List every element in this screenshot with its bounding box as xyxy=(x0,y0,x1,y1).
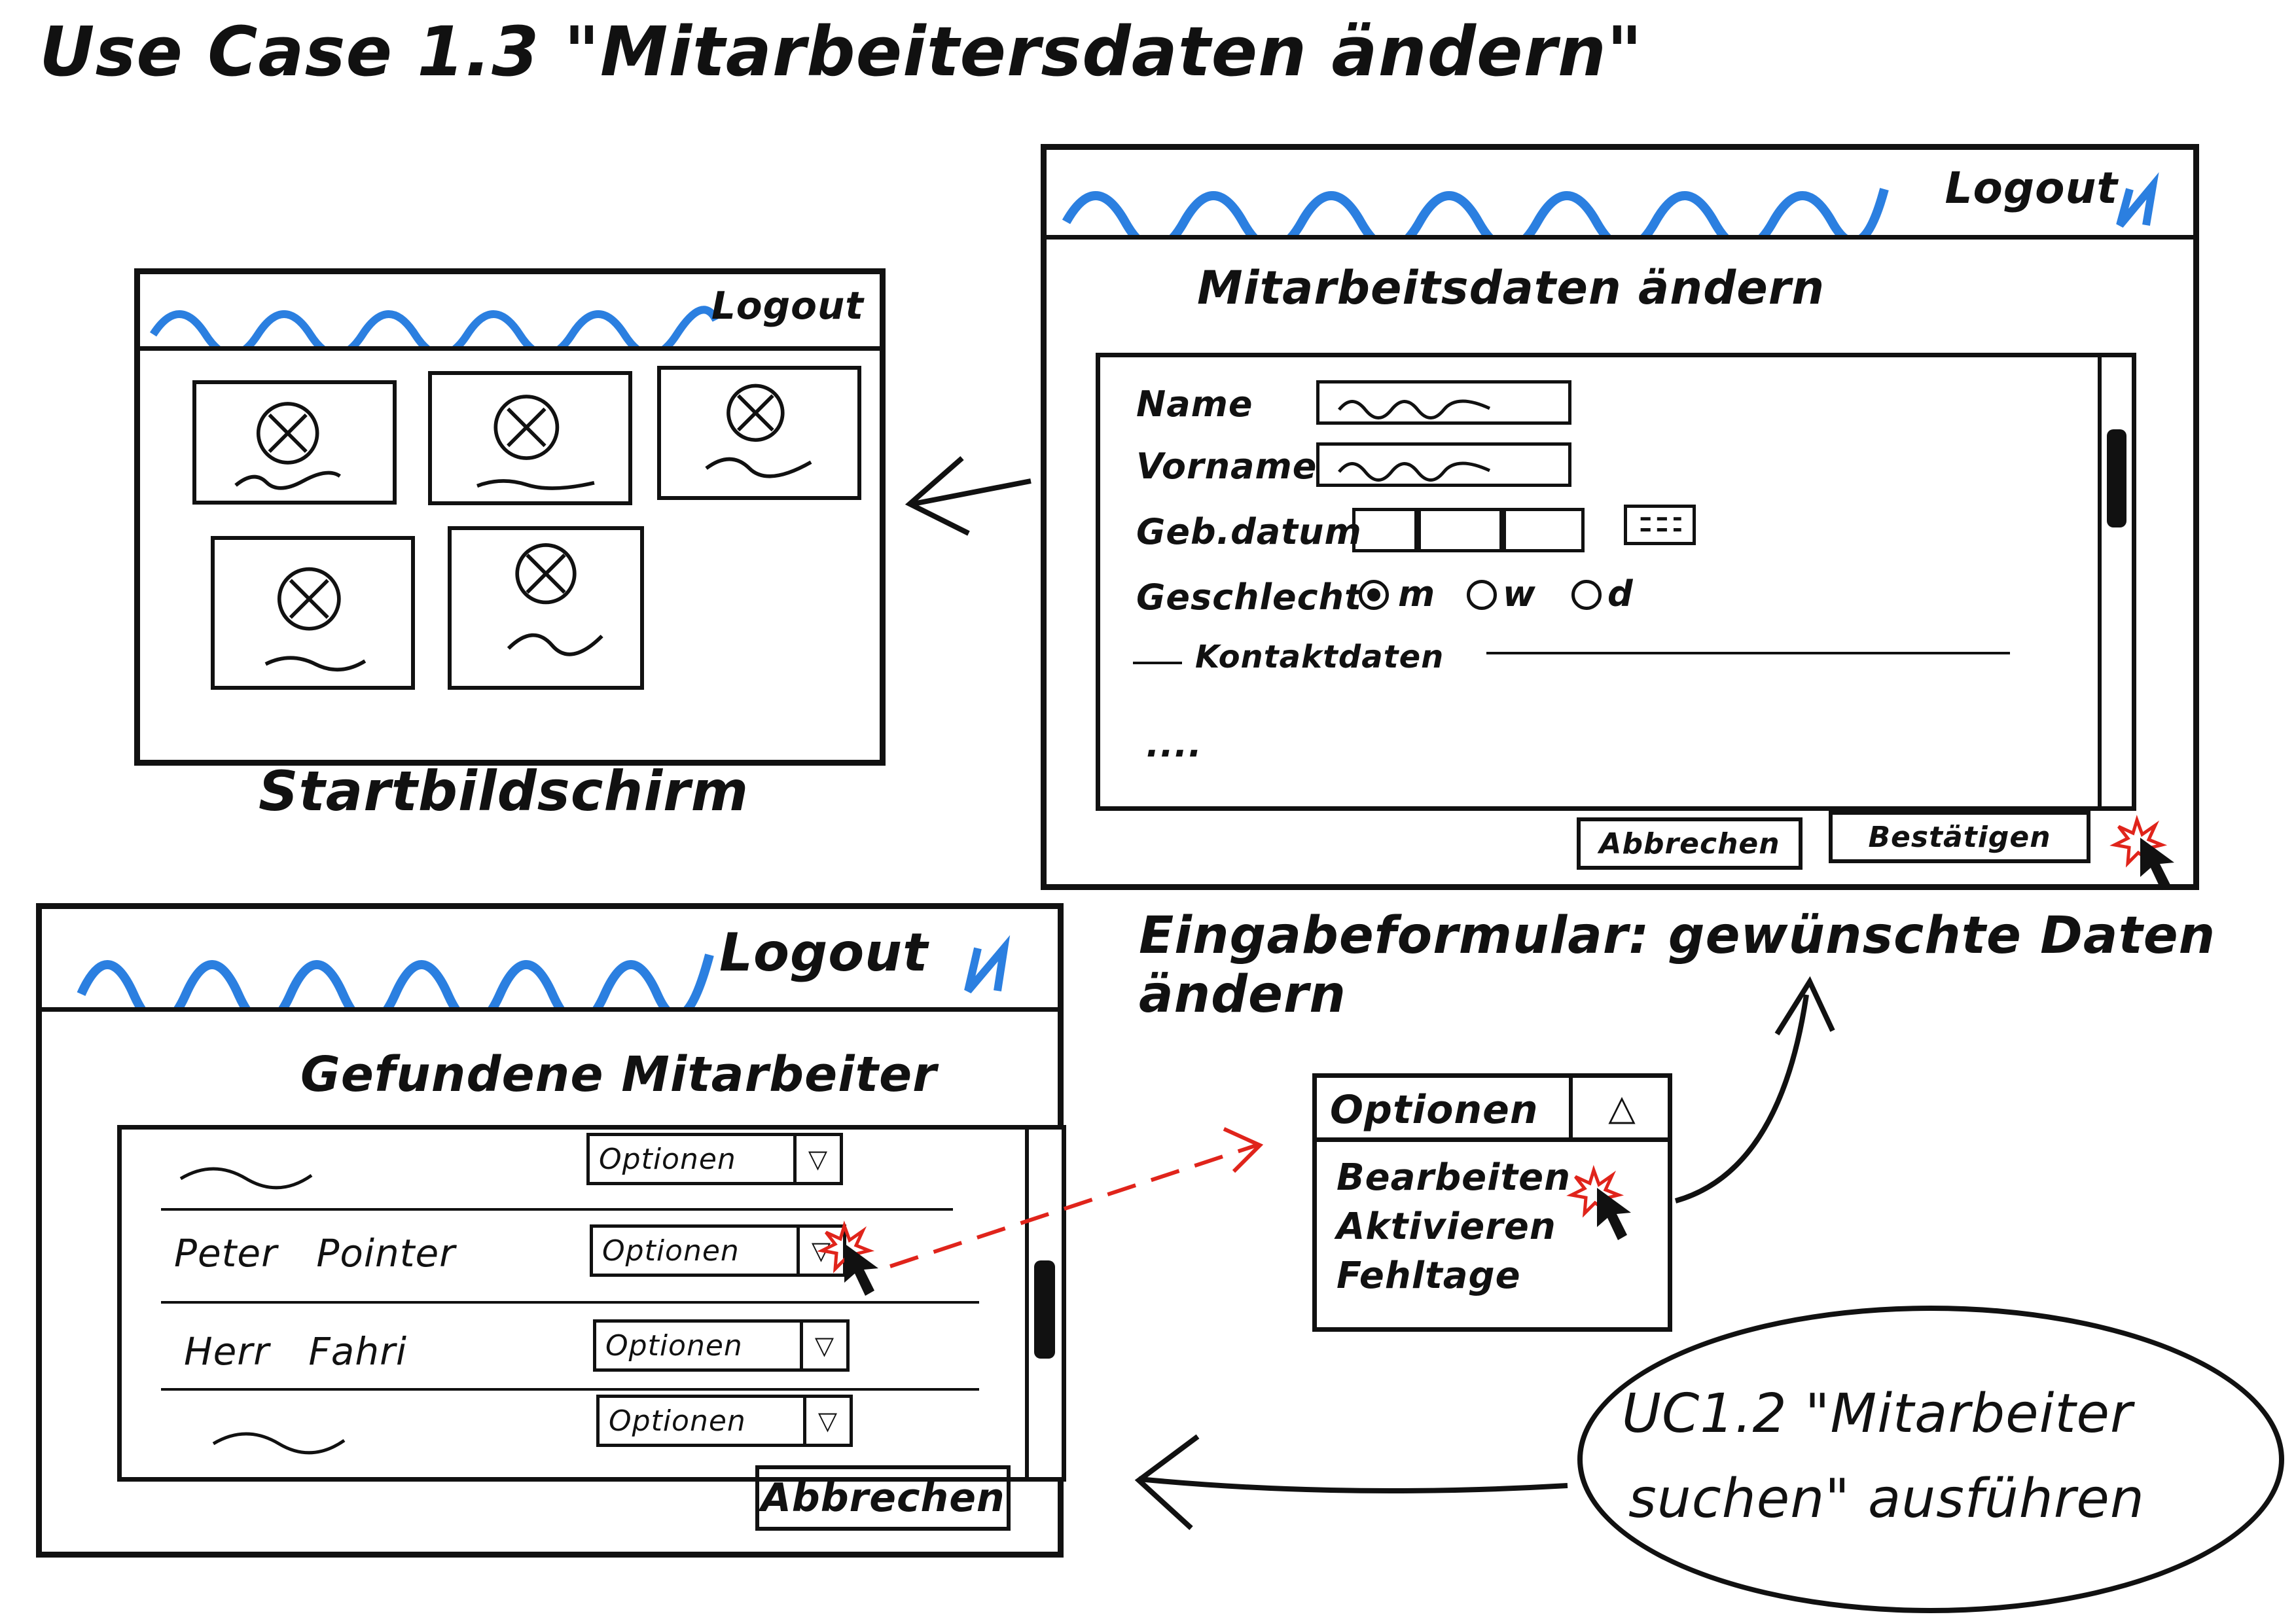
options-dropdown[interactable]: Optionen ▽ xyxy=(596,1395,853,1447)
header-bar xyxy=(140,274,880,351)
edit-form-heading: Mitarbeitsdaten ändern xyxy=(1197,261,1825,315)
scribble-name xyxy=(212,1432,346,1455)
header-bar xyxy=(1047,150,2193,240)
use-case-line-2: suchen" ausführen xyxy=(1628,1468,2145,1530)
logout-link[interactable]: Logout xyxy=(711,283,864,328)
diagram-title: Use Case 1.3 "Mitarbeitersdaten ändern" xyxy=(39,12,1643,92)
chevron-down-icon: ▽ xyxy=(803,1398,850,1444)
x-circle-icon xyxy=(476,395,595,490)
employee-name: Peter Pointer xyxy=(174,1231,456,1275)
form-panel: Name Vorname Geb.datum Geschlecht m w d … xyxy=(1096,353,2136,811)
gender-radio-d[interactable] xyxy=(1571,580,1602,610)
results-list: Optionen ▽ Peter Pointer Optionen ▽ Herr… xyxy=(117,1125,1066,1482)
scribble-decoration xyxy=(149,306,720,346)
section-divider-left xyxy=(1133,662,1182,664)
click-burst-icon xyxy=(1566,1165,1624,1218)
list-item[interactable]: Peter Pointer Optionen ▽ xyxy=(122,1211,986,1300)
employee-name: Herr Fahri xyxy=(184,1329,408,1374)
options-label: Optionen xyxy=(605,1329,743,1363)
x-circle-icon xyxy=(507,543,603,656)
row-divider xyxy=(161,1388,979,1391)
app-tile[interactable] xyxy=(192,380,397,505)
arrow-to-edit xyxy=(1674,976,1835,1204)
gender-radio-w[interactable] xyxy=(1467,580,1497,610)
app-tile[interactable] xyxy=(657,366,861,500)
scrollbar-thumb[interactable] xyxy=(2107,429,2126,527)
x-circle-icon xyxy=(234,402,341,490)
birthdate-year-field[interactable] xyxy=(1503,508,1585,552)
x-circle-icon xyxy=(264,567,367,671)
options-dropdown[interactable]: Optionen ▽ xyxy=(586,1133,843,1185)
chevron-down-icon: ▽ xyxy=(800,1323,846,1368)
header-bar xyxy=(42,909,1058,1012)
section-divider-right xyxy=(1486,652,2010,654)
scribble-value xyxy=(1338,461,1491,482)
scribble-decoration xyxy=(1062,172,2159,235)
mouse-cursor-icon xyxy=(2140,838,2174,890)
geschlecht-label: Geschlecht xyxy=(1136,577,1362,618)
scrollbar[interactable] xyxy=(1025,1130,1062,1477)
arrow-to-start xyxy=(905,455,1031,536)
logout-link[interactable]: Logout xyxy=(1945,163,2118,213)
scrollbar-thumb[interactable] xyxy=(1034,1260,1055,1359)
click-burst-icon xyxy=(2109,815,2168,868)
gender-option-d: d xyxy=(1607,573,1634,615)
more-fields-ellipsis: .... xyxy=(1146,724,1203,765)
logout-link[interactable]: Logout xyxy=(719,922,929,983)
options-label: Optionen xyxy=(599,1142,736,1176)
edit-screen-caption: Eingabeformular: gewünschte Daten ändern xyxy=(1139,906,2216,1024)
app-tile[interactable] xyxy=(428,371,632,505)
list-item[interactable]: Optionen ▽ xyxy=(122,1391,986,1476)
birthdate-month-field[interactable] xyxy=(1418,508,1503,552)
chevron-up-icon[interactable]: △ xyxy=(1569,1078,1671,1137)
name-label: Name xyxy=(1136,383,1253,425)
menu-item-fehltage[interactable]: Fehltage xyxy=(1336,1255,1521,1297)
start-screen-caption: Startbildschirm xyxy=(259,759,749,823)
start-screen-window: Logout xyxy=(134,268,886,766)
chevron-down-icon: ▽ xyxy=(793,1136,840,1182)
dashed-arrow-to-menu xyxy=(889,1127,1264,1268)
calendar-icon[interactable] xyxy=(1624,505,1696,545)
results-heading: Gefundene Mitarbeiter xyxy=(300,1046,937,1103)
scribble-name xyxy=(179,1167,313,1190)
menu-item-aktivieren[interactable]: Aktivieren xyxy=(1336,1205,1556,1248)
use-case-bubble: UC1.2 "Mitarbeiter suchen" ausführen xyxy=(1577,1306,2284,1613)
gender-option-w: w xyxy=(1503,573,1536,615)
vorname-label: Vorname xyxy=(1136,446,1318,487)
use-case-line-1: UC1.2 "Mitarbeiter xyxy=(1622,1383,2133,1445)
list-item[interactable]: Optionen ▽ xyxy=(122,1130,986,1208)
options-dropdown[interactable]: Optionen ▽ xyxy=(590,1224,846,1277)
mouse-cursor-icon xyxy=(1597,1188,1631,1240)
name-field[interactable] xyxy=(1316,380,1571,425)
arrow-to-results xyxy=(1134,1434,1568,1530)
scrollbar[interactable] xyxy=(2098,357,2132,806)
gender-option-m: m xyxy=(1398,573,1436,615)
confirm-button[interactable]: Bestätigen xyxy=(1829,811,2090,863)
birthdate-day-field[interactable] xyxy=(1352,508,1418,552)
app-tile[interactable] xyxy=(448,526,644,690)
row-divider xyxy=(161,1208,953,1211)
options-menu-title: Optionen xyxy=(1330,1087,1539,1133)
row-divider xyxy=(161,1301,979,1304)
gender-radio-m[interactable] xyxy=(1359,580,1389,610)
options-dropdown[interactable]: Optionen ▽ xyxy=(593,1319,850,1372)
list-item[interactable]: Herr Fahri Optionen ▽ xyxy=(122,1303,986,1388)
options-menu-header[interactable]: Optionen △ xyxy=(1317,1078,1668,1142)
menu-item-bearbeiten[interactable]: Bearbeiten xyxy=(1336,1156,1571,1199)
mouse-cursor-icon xyxy=(844,1243,878,1296)
x-circle-icon xyxy=(705,383,812,478)
scribble-decoration xyxy=(77,935,1011,1007)
cancel-button[interactable]: Abbrechen xyxy=(755,1465,1011,1531)
scribble-value xyxy=(1338,399,1491,419)
app-tile[interactable] xyxy=(211,536,415,690)
vorname-field[interactable] xyxy=(1316,442,1571,487)
options-label: Optionen xyxy=(602,1234,740,1268)
kontaktdaten-label: Kontaktdaten xyxy=(1195,639,1444,675)
cancel-button[interactable]: Abbrechen xyxy=(1577,817,1803,870)
options-label: Optionen xyxy=(609,1404,746,1438)
results-screen-window: Logout Gefundene Mitarbeiter Optionen ▽ … xyxy=(36,903,1066,1558)
edit-screen-window: Logout Mitarbeitsdaten ändern Name Vorna… xyxy=(1041,144,2199,890)
gebdatum-label: Geb.datum xyxy=(1136,511,1362,552)
